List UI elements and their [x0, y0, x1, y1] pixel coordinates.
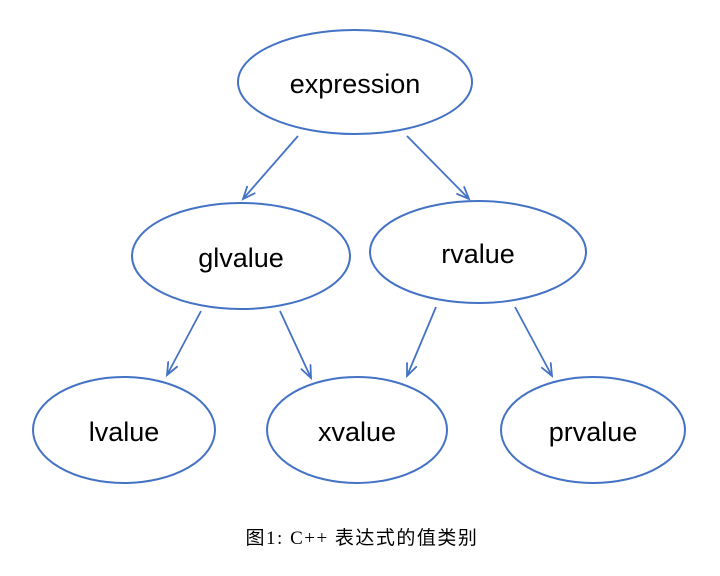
edge-glvalue-lvalue [165, 310, 202, 378]
node-xvalue: xvalue [266, 376, 448, 484]
edge-rvalue-prvalue [514, 306, 554, 379]
node-prvalue-label: prvalue [549, 417, 638, 447]
node-rvalue-shape [369, 200, 587, 304]
node-xvalue-label: xvalue [318, 417, 396, 447]
node-lvalue-label: lvalue [89, 417, 160, 447]
node-rvalue-label: rvalue [441, 239, 515, 269]
node-glvalue-label: glvalue [198, 243, 284, 273]
edge-expression-glvalue [241, 135, 299, 201]
edge-glvalue-xvalue [279, 310, 312, 381]
edge-group [165, 135, 554, 381]
figure-caption: 图1: C++ 表达式的值类别 [246, 527, 479, 549]
node-lvalue: lvalue [32, 376, 216, 484]
node-lvalue-shape [32, 376, 216, 484]
node-xvalue-shape [266, 376, 448, 484]
node-group: expression glvalue rvalue lvalue xvalue [32, 29, 686, 484]
node-expression: expression [237, 29, 473, 135]
node-prvalue-shape [500, 376, 686, 484]
edge-rvalue-xvalue [406, 306, 437, 379]
node-rvalue: rvalue [369, 200, 587, 304]
node-expression-label: expression [290, 69, 421, 99]
node-glvalue: glvalue [131, 202, 351, 310]
node-prvalue: prvalue [500, 376, 686, 484]
node-expression-shape [237, 29, 473, 135]
edge-expression-rvalue [406, 135, 471, 201]
node-glvalue-shape [131, 202, 351, 310]
